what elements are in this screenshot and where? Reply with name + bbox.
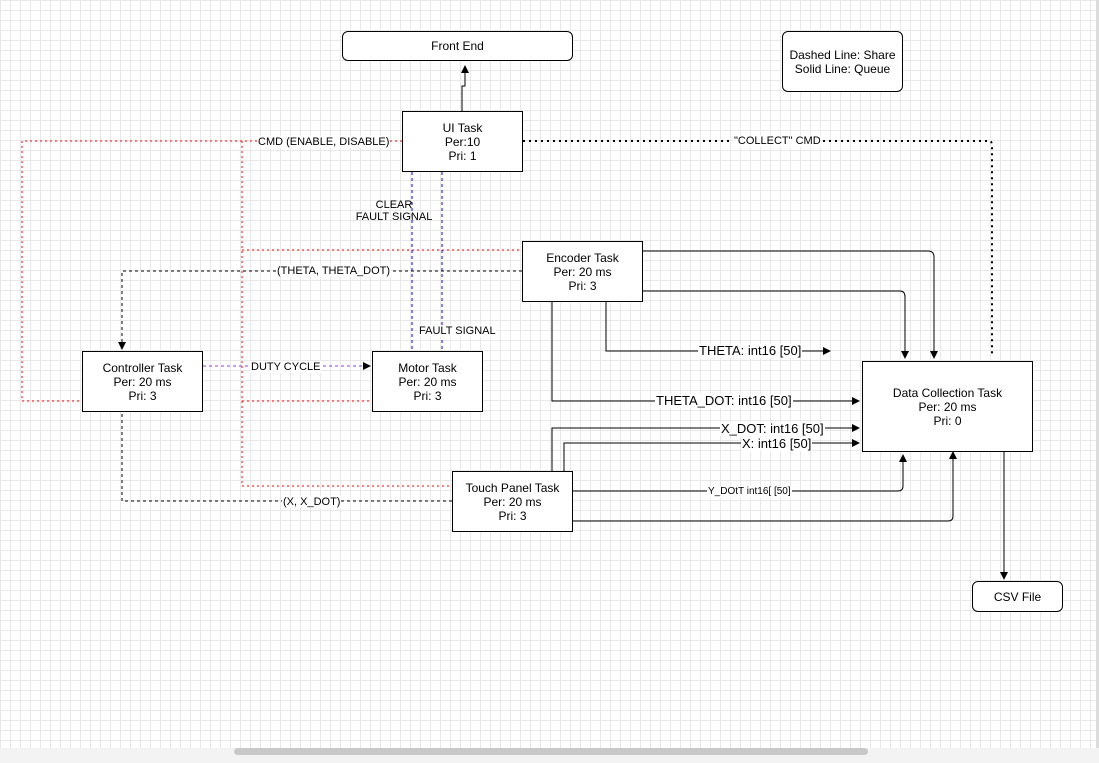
ui-task-priority: Pri: 1 bbox=[448, 148, 477, 163]
controller-task-title: Controller Task bbox=[102, 360, 183, 375]
cmd-edge-label: CMD (ENABLE, DISABLE) bbox=[257, 136, 391, 148]
encoder-queue-line-1[interactable] bbox=[643, 250, 938, 359]
controller-task-node[interactable]: Controller Task Per: 20 ms Pri: 3 bbox=[82, 351, 203, 412]
encoder-task-node[interactable]: Encoder Task Per: 20 ms Pri: 3 bbox=[522, 241, 643, 302]
x-share-edge-label: (X, X_DOT) bbox=[282, 496, 342, 508]
front-end-label: Front End bbox=[431, 39, 484, 53]
controller-task-period: Per: 20 ms bbox=[113, 374, 172, 389]
x-share-line[interactable] bbox=[121, 412, 452, 502]
front-end-node[interactable]: Front End bbox=[342, 31, 573, 61]
encoder-queue-line-2[interactable] bbox=[643, 290, 909, 359]
data-collection-task-period: Per: 20 ms bbox=[918, 399, 977, 414]
canvas-right-edge bbox=[1096, 0, 1099, 748]
motor-task-title: Motor Task bbox=[398, 360, 457, 375]
theta-dot-queue-edge-label: THETA_DOT: int16 [50] bbox=[655, 393, 793, 408]
legend-dashed-line-text: Dashed Line: Share bbox=[789, 47, 896, 62]
collect-cmd-edge-label: "COLLECT" CMD bbox=[733, 135, 822, 147]
motor-task-node[interactable]: Motor Task Per: 20 ms Pri: 3 bbox=[372, 351, 483, 412]
cmd-share-line-inner[interactable] bbox=[241, 141, 452, 487]
csv-queue-line[interactable] bbox=[1000, 450, 1010, 580]
csv-file-node[interactable]: CSV File bbox=[972, 581, 1063, 612]
y-dot-queue-line[interactable] bbox=[573, 454, 907, 492]
front-end-queue-line[interactable] bbox=[461, 65, 469, 111]
y-dot-queue-edge-label: Y_DOtT int16[ [50] bbox=[707, 486, 792, 498]
fault-signal-edge-label: FAULT SIGNAL bbox=[418, 325, 497, 337]
touch-panel-task-period: Per: 20 ms bbox=[483, 494, 542, 509]
data-collection-task-node[interactable]: Data Collection Task Per: 20 ms Pri: 0 bbox=[862, 361, 1033, 452]
collect-cmd-line[interactable] bbox=[523, 140, 993, 356]
data-collection-task-priority: Pri: 0 bbox=[933, 413, 962, 428]
clear-fault-edge-label: CLEAR FAULT SIGNAL bbox=[352, 199, 436, 223]
encoder-task-priority: Pri: 3 bbox=[568, 278, 597, 293]
touch-panel-task-title: Touch Panel Task bbox=[465, 480, 560, 495]
ui-task-title: UI Task bbox=[442, 120, 483, 135]
x-queue-line[interactable] bbox=[563, 439, 860, 471]
theta-share-line[interactable] bbox=[118, 270, 522, 350]
theta-queue-edge-label: THETA: int16 [50] bbox=[698, 343, 803, 358]
clear-fault-line-1: CLEAR bbox=[375, 199, 413, 211]
encoder-task-title: Encoder Task bbox=[546, 250, 619, 265]
motor-task-period: Per: 20 ms bbox=[398, 374, 457, 389]
theta-share-edge-label: (THETA, THETA_DOT) bbox=[276, 265, 392, 277]
touch-panel-task-node[interactable]: Touch Panel Task Per: 20 ms Pri: 3 bbox=[452, 471, 573, 532]
x-queue-edge-label: X: int16 [50] bbox=[741, 436, 813, 451]
duty-cycle-edge-label: DUTY CYCLE bbox=[250, 361, 322, 373]
horizontal-scrollbar-thumb[interactable] bbox=[234, 748, 868, 755]
csv-file-label: CSV File bbox=[993, 589, 1042, 604]
cmd-share-line-left[interactable] bbox=[21, 140, 402, 402]
controller-task-priority: Pri: 3 bbox=[128, 388, 157, 403]
touch-panel-queue-line[interactable] bbox=[573, 451, 957, 522]
data-collection-task-title: Data Collection Task bbox=[892, 385, 1003, 400]
motor-task-priority: Pri: 3 bbox=[413, 388, 442, 403]
clear-fault-line-2: FAULT SIGNAL bbox=[355, 211, 433, 223]
legend-box: Dashed Line: Share Solid Line: Queue bbox=[782, 31, 903, 92]
ui-task-node[interactable]: UI Task Per:10 Pri: 1 bbox=[402, 111, 523, 172]
touch-panel-task-priority: Pri: 3 bbox=[498, 508, 527, 523]
x-dot-queue-edge-label: X_DOT: int16 [50] bbox=[720, 421, 825, 436]
legend-solid-line-text: Solid Line: Queue bbox=[794, 61, 891, 76]
encoder-task-period: Per: 20 ms bbox=[553, 264, 612, 279]
ui-task-period: Per:10 bbox=[444, 134, 481, 149]
